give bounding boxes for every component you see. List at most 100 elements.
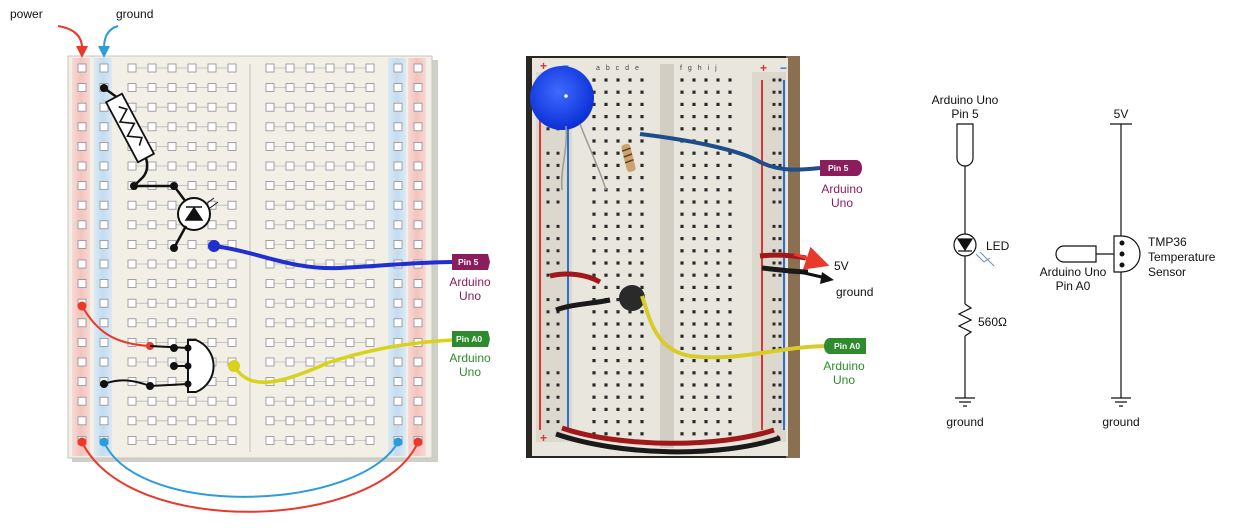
photo-hole <box>728 322 732 326</box>
photo-hole <box>616 127 620 131</box>
breadboard-hole <box>77 181 87 191</box>
photo-hole <box>716 371 720 375</box>
resistor-pin-1 <box>100 84 108 92</box>
breadboard-hole <box>305 239 315 249</box>
breadboard-hole <box>187 239 197 249</box>
photo-hole <box>628 176 632 180</box>
breadboard-hole <box>167 63 177 73</box>
photo-hole <box>728 224 732 228</box>
breadboard-hole <box>167 83 177 92</box>
photo-hole <box>616 322 620 326</box>
breadboard-hole <box>413 161 423 171</box>
breadboard-hole <box>345 357 355 367</box>
ground-arrow-head <box>98 46 110 58</box>
photo-hole <box>680 224 684 228</box>
photo-rail-hole <box>778 188 782 192</box>
power-rail-left <box>72 58 90 456</box>
breadboard-hole <box>147 396 157 406</box>
photo-hole <box>640 115 644 119</box>
breadboard-hole <box>147 63 157 73</box>
photo-hole <box>680 127 684 131</box>
photo-hole <box>728 432 732 436</box>
pin5-tag-text: Pin 5 <box>458 257 479 267</box>
breadboard-hole <box>285 83 295 92</box>
photo-hole <box>628 224 632 228</box>
breadboard-hole <box>167 220 177 230</box>
photo-hole <box>728 127 732 131</box>
breadboard-hole <box>187 396 197 406</box>
breadboard-hole <box>187 63 197 73</box>
photo-5v-label: 5V <box>834 259 849 273</box>
breadboard-hole <box>167 318 177 328</box>
photo-plus-tl: + <box>540 59 547 73</box>
photo-hole <box>692 163 696 167</box>
photo-hole <box>616 139 620 143</box>
breadboard-hole <box>127 83 137 92</box>
photo-col-letters: a b c d e <box>596 65 641 72</box>
photo-hole <box>692 102 696 106</box>
photo-hole <box>704 249 708 253</box>
photo-hole <box>680 212 684 216</box>
photo-rail-hole <box>546 407 550 411</box>
breadboard-hole <box>325 220 335 230</box>
photo-hole <box>728 407 732 411</box>
photo-hole <box>692 127 696 131</box>
breadboard-hole <box>99 122 109 132</box>
breadboard-hole <box>77 161 87 171</box>
breadboard-hole <box>147 357 157 367</box>
photo-hole <box>716 359 720 363</box>
breadboard-hole <box>127 318 137 328</box>
photo-hole <box>592 395 596 399</box>
pinA0-tag <box>452 331 490 347</box>
photo-hole <box>628 371 632 375</box>
photo-hole <box>616 78 620 82</box>
ground-jumper <box>103 379 151 387</box>
photo-hole <box>728 90 732 94</box>
photo-hole <box>680 334 684 338</box>
breadboard-hole <box>285 239 295 249</box>
breadboard-hole <box>413 318 423 328</box>
photo-hole <box>692 298 696 302</box>
photo-hole <box>692 212 696 216</box>
breadboard-hole <box>167 141 177 151</box>
photo-rail-hole <box>778 298 782 302</box>
photo-hole <box>592 407 596 411</box>
photo-hole <box>680 432 684 436</box>
photo-hole <box>692 200 696 204</box>
photo-hole <box>592 163 596 167</box>
photo-hole <box>728 176 732 180</box>
breadboard-hole <box>99 181 109 191</box>
breadboard-hole <box>305 102 315 112</box>
schem-tmp36-pin-2 <box>1119 251 1125 257</box>
tmp36-body <box>187 339 215 393</box>
photo-hole <box>592 273 596 277</box>
breadboard-hole <box>127 63 137 73</box>
breadboard-hole <box>187 279 197 289</box>
photo-hole <box>604 273 608 277</box>
led-lead-1b <box>173 185 187 203</box>
breadboard-hole <box>77 83 87 92</box>
photo-hole <box>716 285 720 289</box>
photo-rail-hole <box>546 420 550 424</box>
photo-rail-hole <box>772 90 776 94</box>
breadboard-hole <box>305 181 315 191</box>
breadboard-hole <box>227 279 237 289</box>
photo-hole <box>640 151 644 155</box>
breadboard-hole <box>187 161 197 171</box>
breadboard-hole <box>345 83 355 92</box>
photo-hole <box>716 176 720 180</box>
photo-hole <box>692 407 696 411</box>
breadboard-hole <box>227 396 237 406</box>
photo-hole <box>604 334 608 338</box>
breadboard-hole <box>147 102 157 112</box>
photo-hole <box>592 224 596 228</box>
breadboard-hole <box>345 122 355 132</box>
breadboard-hole <box>365 377 375 387</box>
photo-hole <box>628 407 632 411</box>
photo-hole <box>716 407 720 411</box>
breadboard-hole <box>393 63 403 73</box>
photo-rail-hole <box>778 273 782 277</box>
photo-rail-hole <box>772 151 776 155</box>
photo-hole <box>640 322 644 326</box>
photo-plus-bl: + <box>540 431 547 445</box>
